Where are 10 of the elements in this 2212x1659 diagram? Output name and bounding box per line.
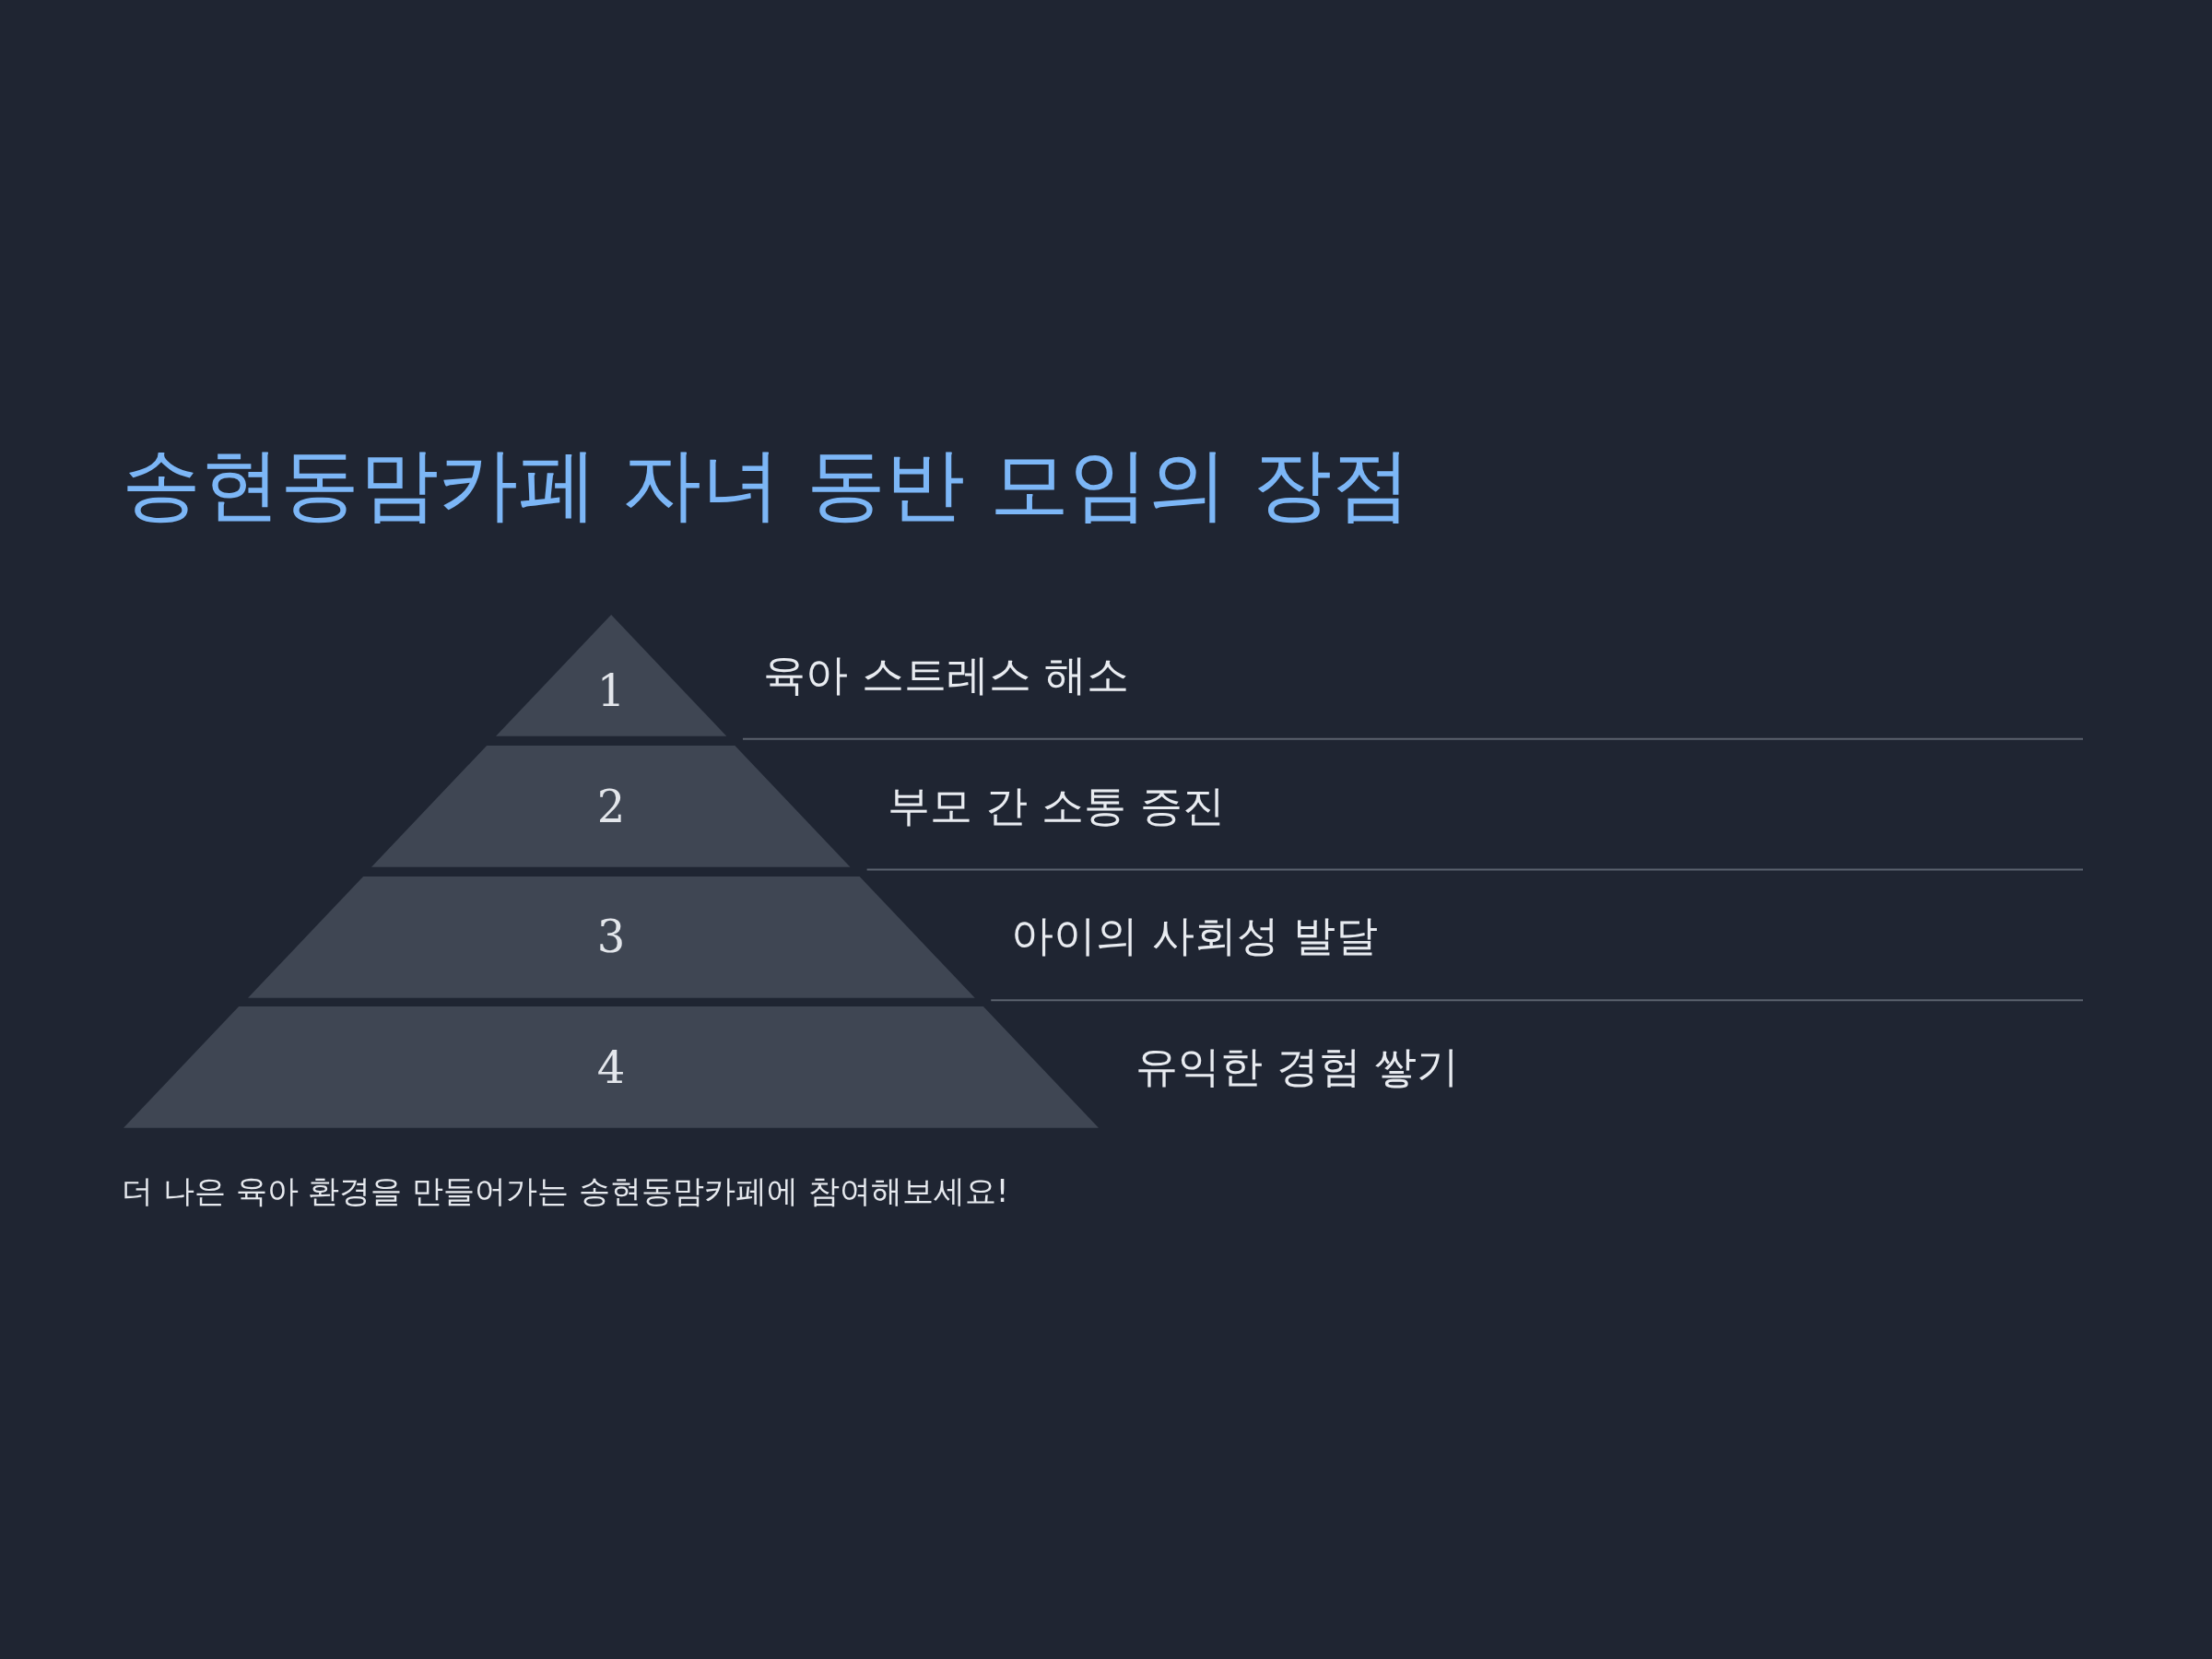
title: 송현동맘카페 자녀 동반 모임의 장점 [122, 441, 1412, 528]
benefit-label: 부모 간 소통 증진 [887, 781, 1225, 832]
tier-number: 3 [596, 914, 626, 959]
benefit-label: 아이의 사회성 발달 [1011, 911, 1378, 962]
benefit-label: 유익한 경험 쌓기 [1135, 1041, 1460, 1093]
tier-number: 1 [596, 667, 626, 712]
tier-number: 4 [596, 1045, 626, 1090]
benefit-label: 육아 스트레스 해소 [763, 650, 1130, 701]
caption: 더 나은 육아 환경을 만들어가는 송현동맘카페에 참여해보세요! [122, 1171, 1009, 1211]
tier-number: 2 [596, 783, 626, 829]
